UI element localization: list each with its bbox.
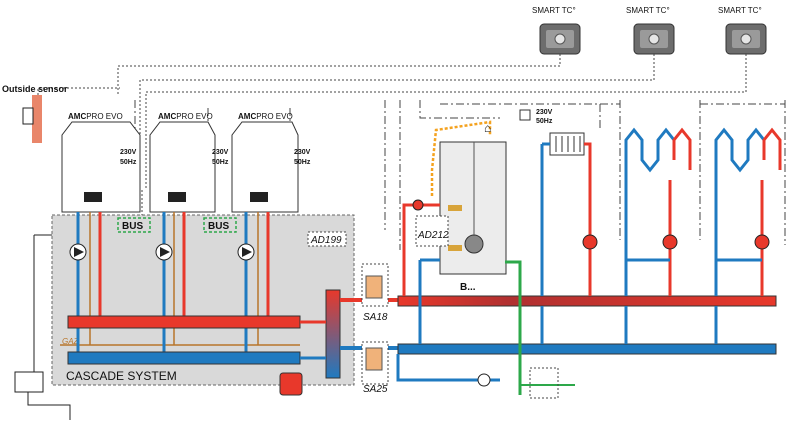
power-voltage: 230V [536, 109, 553, 116]
floor-loop-1-cold [624, 127, 676, 296]
boiler-label: AMCPRO EVO [68, 112, 123, 121]
boiler-frequency: 50Hz [294, 159, 311, 166]
shower-icon: ⌂ [484, 121, 491, 135]
boiler-label: AMCPRO EVO [158, 112, 213, 121]
boiler-pipes [76, 212, 270, 352]
sa25-icon [365, 347, 383, 371]
main-return-header [397, 343, 777, 355]
clock-icon [519, 109, 531, 121]
boiler-voltage: 230V [294, 149, 311, 156]
radiator [549, 132, 585, 156]
ad199-label: AD199 [310, 235, 342, 246]
tank-sensor-2 [448, 245, 462, 251]
safety-group [529, 367, 559, 399]
boiler-label: AMCPRO EVO [238, 112, 293, 121]
floor-loop-2-cold [714, 127, 766, 296]
meter-icon [477, 373, 491, 387]
ad212-box [415, 215, 449, 247]
thermostat-3: SMART TC° [718, 6, 767, 55]
cascade-return-header [67, 351, 301, 365]
power-frequency: 50Hz [536, 118, 553, 125]
condensate-box [14, 371, 44, 393]
thermostat-label: SMART TC° [718, 6, 762, 15]
boiler-pumps [69, 243, 255, 261]
ad212-label: AD212 [417, 230, 449, 241]
tank-pump [412, 199, 424, 211]
outside-sensor-label: Outside sensor [2, 84, 68, 94]
bus-link-1: BUS [117, 217, 151, 233]
floor-loop-1-hot [672, 127, 692, 170]
gas-label: GAZ [62, 337, 80, 346]
dhw-loop [430, 120, 492, 196]
boiler-1: AMCPRO EVO 230V 50Hz [61, 112, 141, 213]
boiler-3: AMCPRO EVO 230V 50Hz [231, 112, 311, 213]
expansion-vessel [279, 372, 303, 396]
ad199-box [307, 231, 347, 247]
main-flow-header [397, 295, 777, 307]
floor-loop-2-hot [762, 127, 782, 170]
tank-flow-pipe [402, 203, 440, 296]
bus-link-2: BUS [203, 217, 237, 233]
thermostat-2: SMART TC° [626, 6, 675, 55]
boiler-frequency: 50Hz [212, 159, 229, 166]
radiator-flow-pipe [584, 142, 592, 296]
sa18-label: SA18 [363, 312, 388, 323]
outside-wall [32, 95, 42, 143]
sa25-label: SA25 [363, 384, 388, 395]
radiator-fins [555, 136, 581, 152]
cascade-label: CASCADE SYSTEM [66, 369, 177, 383]
boiler-frequency: 50Hz [120, 159, 137, 166]
thermostat-label: SMART TC° [532, 6, 576, 15]
sa18-icon [365, 275, 383, 299]
floor-pump-1 [662, 234, 678, 250]
radiator-pump [582, 234, 598, 250]
bus-label: BUS [122, 221, 143, 232]
cold-water-pipe [505, 260, 522, 395]
outside-sensor-icon [22, 107, 34, 125]
thermostat-label: SMART TC° [626, 6, 670, 15]
boiler-voltage: 230V [120, 149, 137, 156]
boiler-voltage: 230V [212, 149, 229, 156]
fill-line [396, 354, 500, 382]
boiler-2: AMCPRO EVO 230V 50Hz [149, 112, 229, 213]
condensate-drain [27, 392, 71, 420]
tank-sensor-1 [448, 205, 462, 211]
tank-label: B... [460, 282, 476, 293]
hydraulic-separator [325, 289, 341, 379]
thermostat-1: SMART TC° [532, 6, 581, 55]
cascade-flow-header [67, 315, 301, 329]
bus-label: BUS [208, 221, 229, 232]
tank-heat-exchanger [464, 234, 484, 254]
floor-pump-2 [754, 234, 770, 250]
